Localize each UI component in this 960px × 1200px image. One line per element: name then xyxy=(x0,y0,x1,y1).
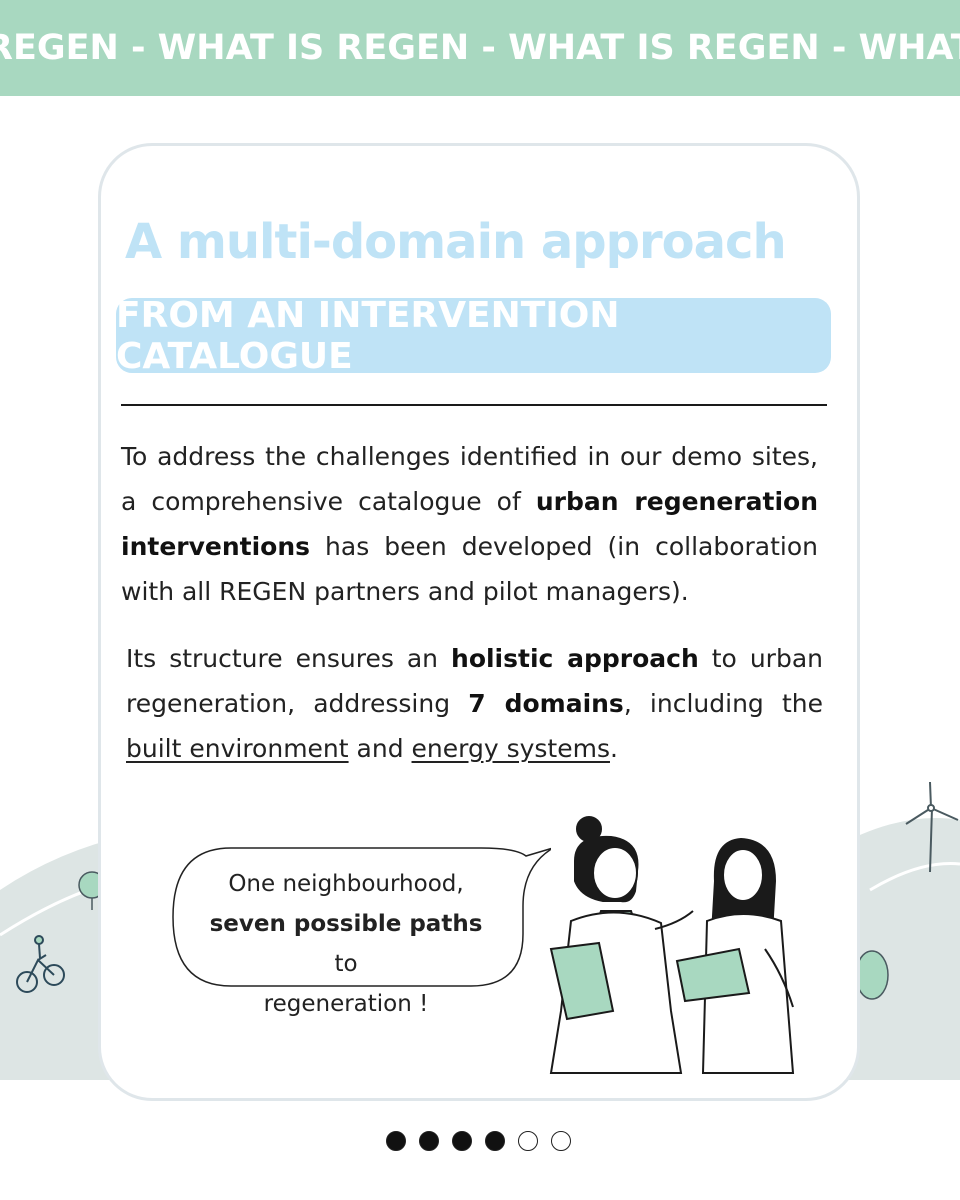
tree-icon-right xyxy=(855,950,889,1000)
page-dot-4[interactable] xyxy=(485,1131,505,1151)
paragraph-2-text-2: to urban regeneration, addressing xyxy=(126,644,823,718)
page-dot-3[interactable] xyxy=(452,1131,472,1151)
women-illustration xyxy=(549,816,795,1074)
holistic-approach-bold: holistic approach xyxy=(451,644,699,673)
subtitle-text: FROM AN INTERVENTION CATALOGUE xyxy=(116,294,620,377)
bubble-line-3: regeneration ! xyxy=(263,991,429,1017)
paragraph-1: To address the challenges identified in … xyxy=(121,434,818,614)
paragraph-2-text-3: , including the xyxy=(623,689,823,718)
paragraph-2: Its structure ensures an holistic approa… xyxy=(126,636,823,771)
built-environment-underline: built environment xyxy=(126,734,349,763)
paragraph-2-text: Its structure ensures an xyxy=(126,644,452,673)
energy-systems-underline: energy systems xyxy=(411,734,610,763)
subtitle-pill: FROM AN INTERVENTION CATALOGUE xyxy=(116,295,831,377)
divider xyxy=(121,404,827,406)
pagination-dots xyxy=(386,1131,571,1151)
speech-bubble-text: One neighbourhood, seven possible paths … xyxy=(201,864,491,1024)
speech-bubble: One neighbourhood, seven possible paths … xyxy=(171,846,551,1017)
wind-turbine-icon xyxy=(905,781,959,873)
domains-bold: 7 domains xyxy=(468,689,624,718)
cyclist-icon xyxy=(16,935,65,993)
page-dot-1[interactable] xyxy=(386,1131,406,1151)
paragraph-1-text-end: has been developed (in collaboration wit… xyxy=(121,532,818,606)
paragraph-1-bold: urban regeneration interventions xyxy=(121,487,818,561)
banner-text: REGEN - WHAT IS REGEN - WHAT IS REGEN - … xyxy=(0,28,960,68)
top-banner: REGEN - WHAT IS REGEN - WHAT IS REGEN - … xyxy=(0,0,960,96)
landscape-background xyxy=(0,781,960,1080)
bubble-line-2: to xyxy=(334,951,358,977)
paragraph-1-text: To address the challenges identified in … xyxy=(121,442,818,516)
paragraph-2-text-4: and xyxy=(348,734,412,763)
bubble-line-1: One neighbourhood, xyxy=(228,871,464,897)
paragraph-2-text-5: . xyxy=(609,734,618,763)
page-dot-2[interactable] xyxy=(419,1131,439,1151)
bubble-bold: seven possible paths xyxy=(209,911,483,937)
page-dot-5[interactable] xyxy=(518,1131,538,1151)
content-card: A multi-domain approach FROM AN INTERVEN… xyxy=(98,143,860,1101)
page-dot-6[interactable] xyxy=(551,1131,571,1151)
card-title: A multi-domain approach xyxy=(125,214,787,270)
